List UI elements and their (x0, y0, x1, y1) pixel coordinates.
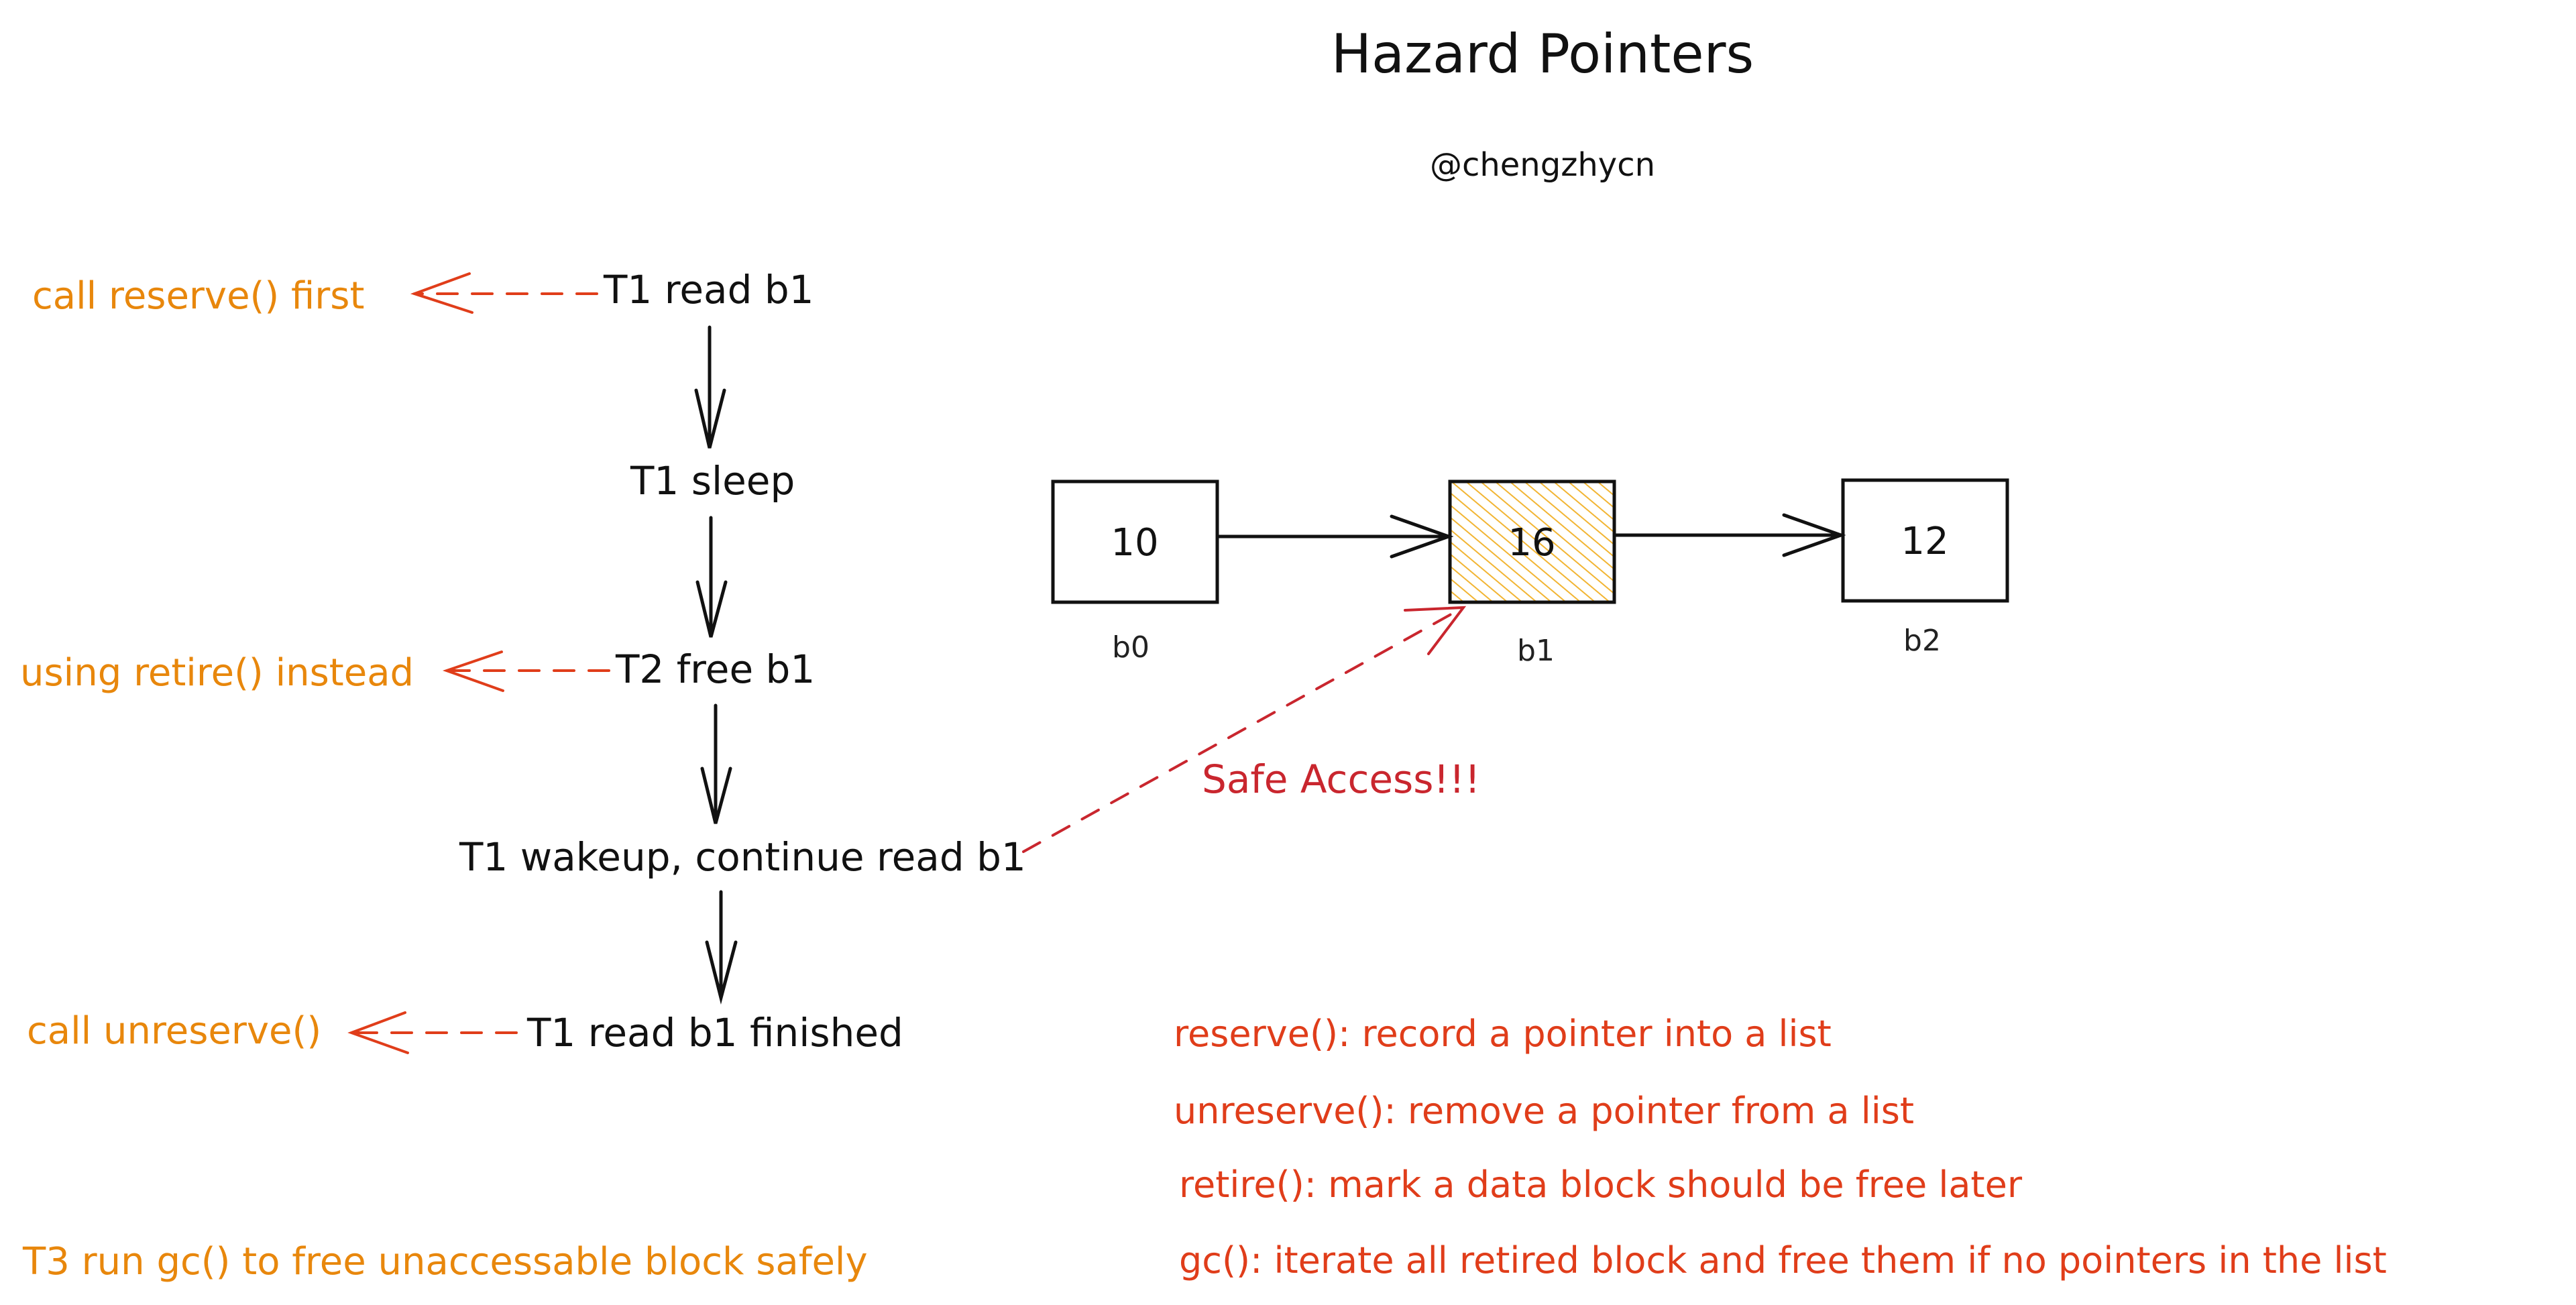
author-handle: @chengzhycn (1430, 146, 1655, 184)
legend-gc: gc(): iterate all retired block and free… (1179, 1239, 2387, 1282)
note-call-unreserve: call unreserve() (27, 1009, 321, 1053)
flow-arrow-1 (694, 325, 726, 449)
legend-unreserve: unreserve(): remove a pointer from a lis… (1174, 1090, 1914, 1132)
list-node-b2: 12 b2 (1841, 478, 2009, 658)
node-label: b2 (1903, 624, 1941, 658)
note-arrow-reserve (410, 272, 598, 314)
link-arrow-b0-b1 (1215, 514, 1454, 559)
link-arrow-b1-b2 (1612, 513, 1846, 557)
node-value: 12 (1901, 520, 1948, 563)
step-t1-sleep: T1 sleep (630, 458, 795, 504)
note-arrow-retire (442, 650, 610, 692)
list-node-b0: 10 b0 (1051, 479, 1219, 665)
legend-reserve: reserve(): record a pointer into a list (1174, 1013, 1832, 1055)
safe-access-arrow (1022, 606, 1467, 853)
step-t1-finished: T1 read b1 finished (526, 1010, 903, 1056)
diagram-title: Hazard Pointers (1331, 23, 1754, 85)
note-using-retire: using retire() instead (20, 651, 414, 695)
step-t1-wakeup: T1 wakeup, continue read b1 (459, 834, 1026, 880)
note-call-reserve: call reserve() first (32, 274, 364, 318)
note-gc: T3 run gc() to free unaccessable block s… (22, 1240, 868, 1284)
legend-retire: retire(): mark a data block should be fr… (1179, 1164, 2023, 1206)
step-t1-read: T1 read b1 (603, 267, 814, 313)
list-node-b1: 16 b1 (1448, 479, 1616, 668)
safe-access-label: Safe Access!!! (1202, 756, 1480, 802)
flow-arrow-4 (705, 890, 738, 1005)
flow-arrow-2 (695, 516, 728, 638)
node-label: b0 (1112, 630, 1150, 665)
step-t2-free: T2 free b1 (615, 646, 815, 692)
note-arrow-unreserve (347, 1011, 518, 1054)
node-value: 16 (1508, 521, 1555, 565)
node-label: b1 (1517, 634, 1555, 668)
flow-arrow-3 (700, 703, 732, 824)
node-value: 10 (1111, 521, 1158, 565)
